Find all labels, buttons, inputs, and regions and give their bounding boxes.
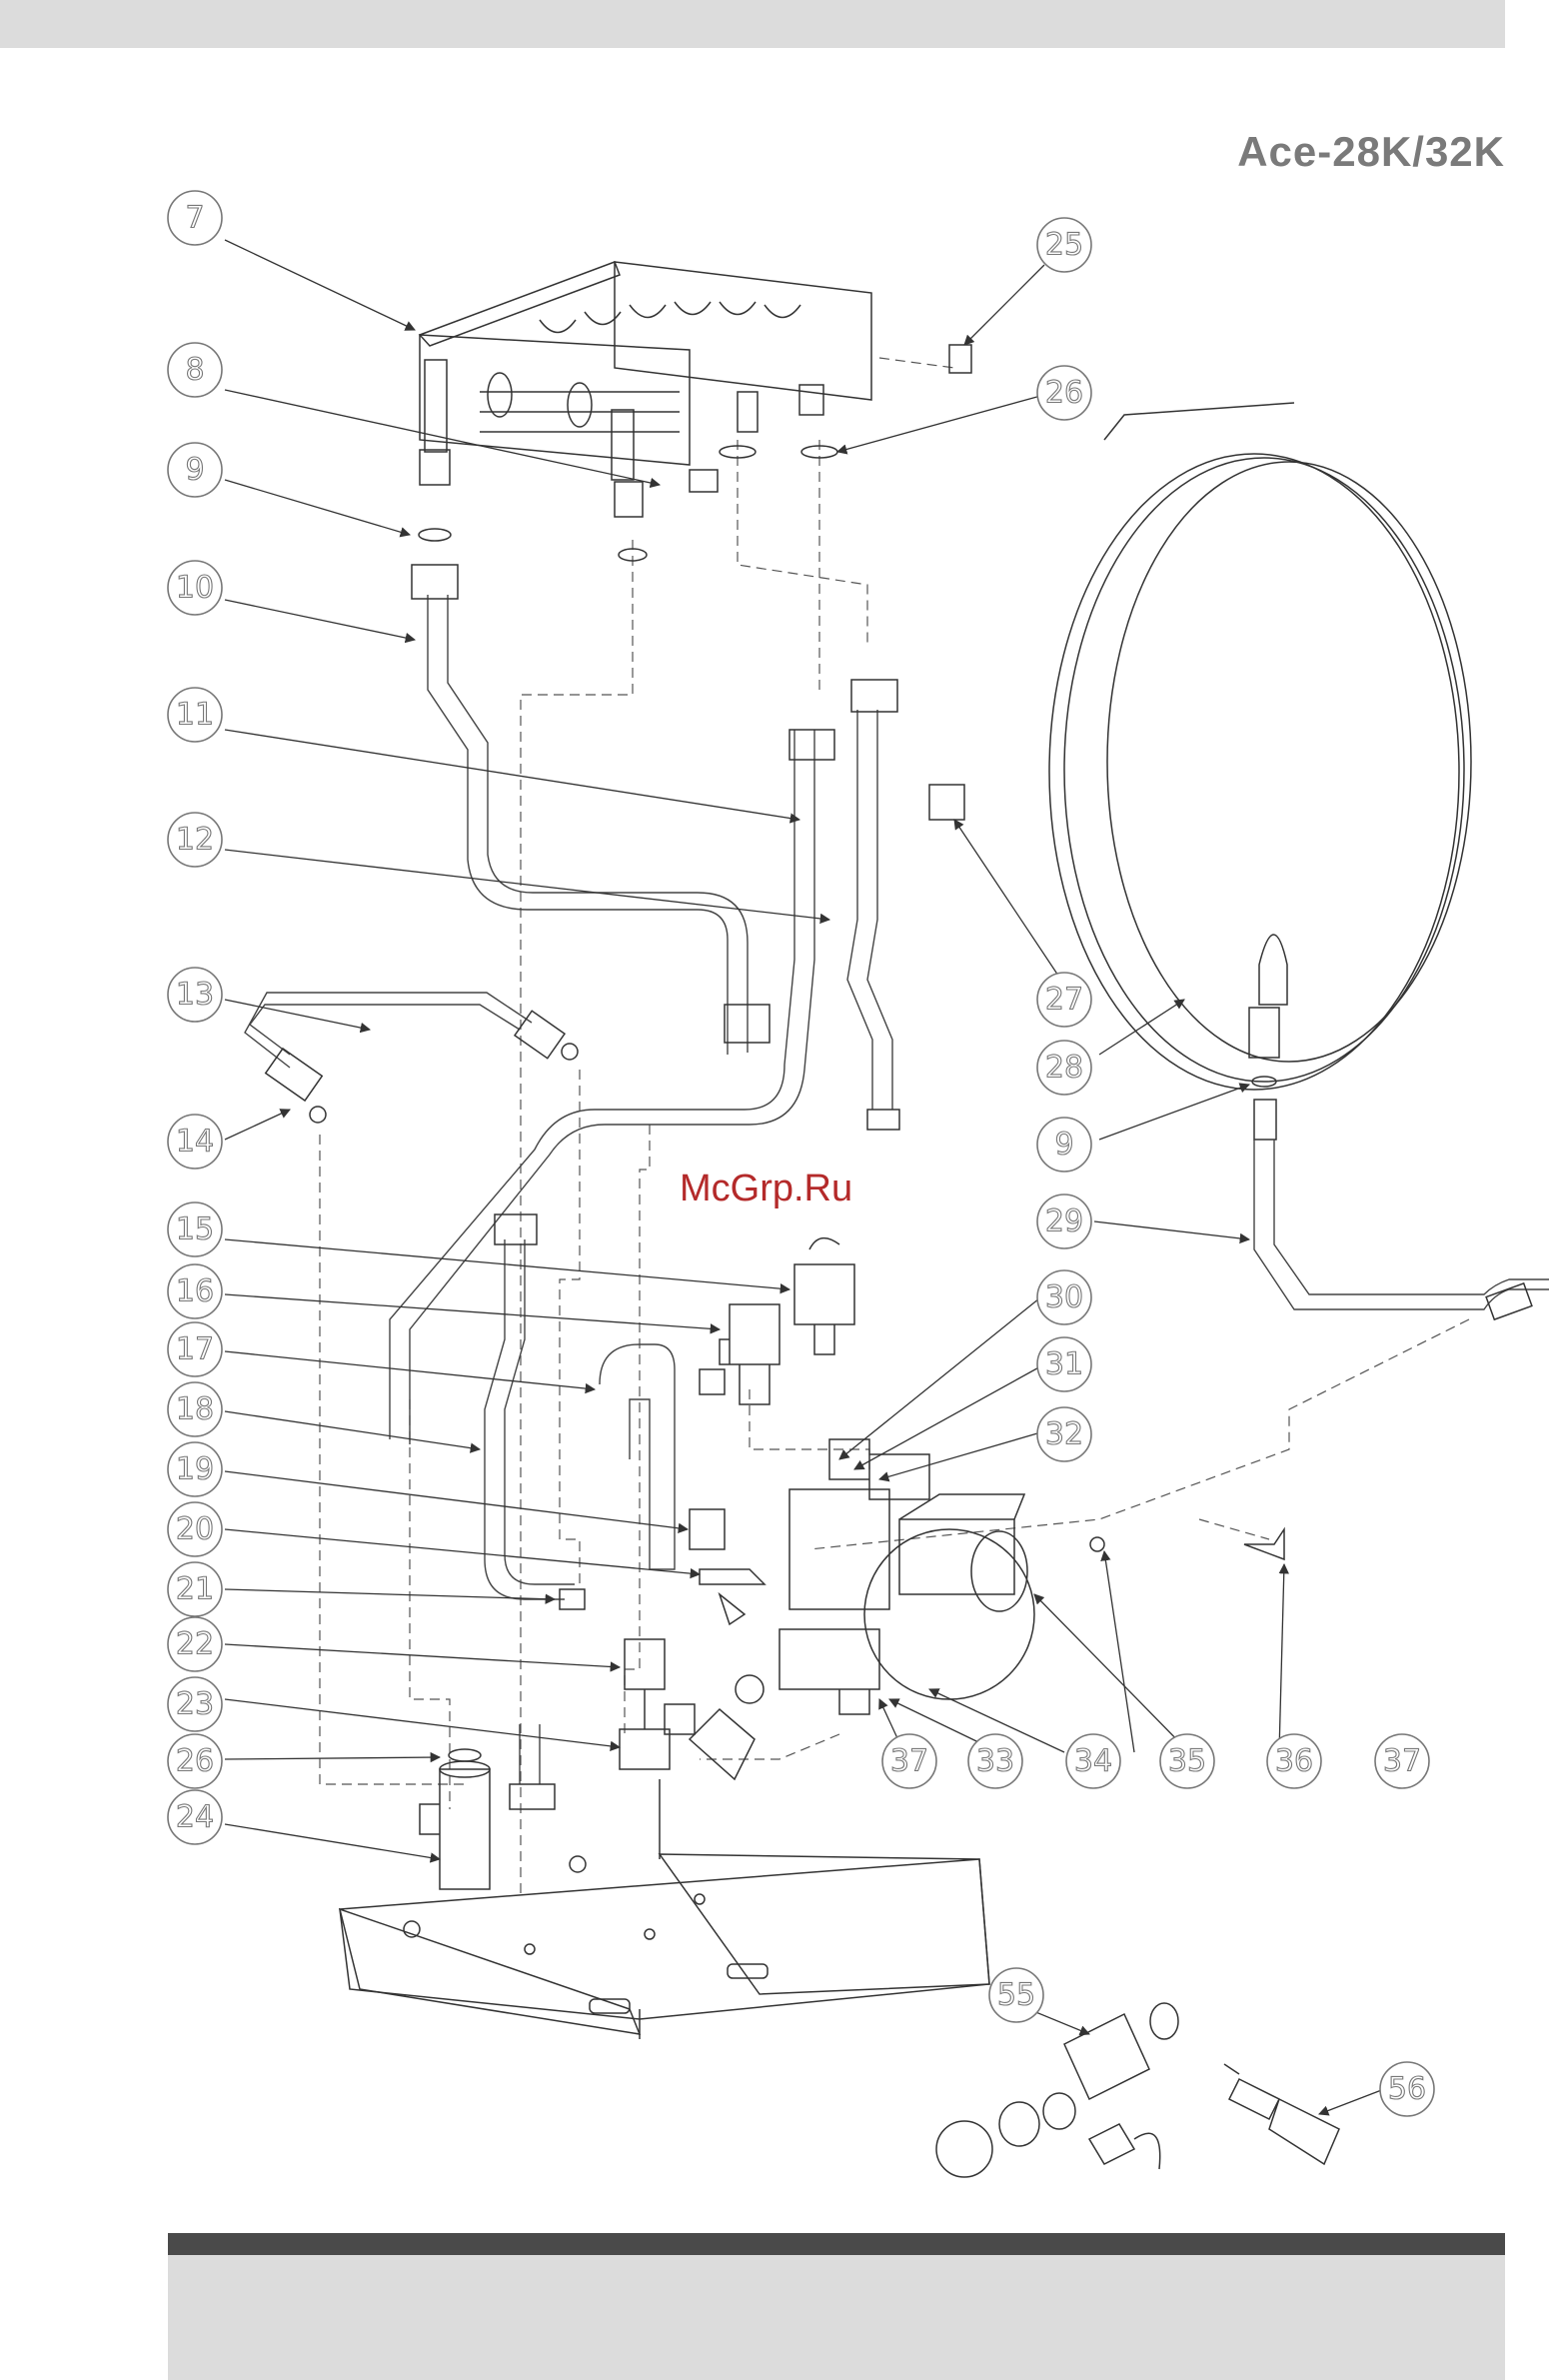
callout-35: 35 [1160, 1734, 1214, 1788]
boiler-frame [340, 1779, 989, 2039]
callout-9: 9 [168, 443, 222, 497]
callout-24: 24 [168, 1790, 222, 1844]
callout-30: 30 [1037, 1270, 1091, 1324]
svg-text:28: 28 [1045, 1051, 1083, 1086]
svg-text:9: 9 [185, 453, 204, 488]
svg-text:33: 33 [976, 1744, 1014, 1779]
svg-text:37: 37 [890, 1744, 928, 1779]
callout-31: 31 [1037, 1337, 1091, 1391]
svg-text:26: 26 [176, 1744, 214, 1779]
svg-text:21: 21 [176, 1572, 214, 1607]
svg-text:32: 32 [1045, 1417, 1083, 1452]
assembly-lines [320, 358, 1469, 1894]
svg-text:8: 8 [185, 353, 204, 388]
callout-32: 32 [1037, 1407, 1091, 1461]
svg-text:20: 20 [176, 1512, 214, 1547]
svg-text:56: 56 [1388, 2072, 1426, 2107]
callout-37-left: 37 [882, 1734, 936, 1788]
callout-26-left: 26 [168, 1734, 222, 1788]
svg-text:24: 24 [176, 1800, 214, 1835]
callout-34: 34 [1066, 1734, 1120, 1788]
svg-text:31: 31 [1045, 1347, 1083, 1382]
svg-text:19: 19 [176, 1452, 214, 1487]
svg-text:23: 23 [176, 1687, 214, 1722]
svg-text:14: 14 [176, 1125, 214, 1160]
callout-17: 17 [168, 1322, 222, 1376]
callout-26-right: 26 [1037, 366, 1091, 420]
callout-19: 19 [168, 1442, 222, 1496]
callout-7: 7 [168, 191, 222, 245]
callout-20: 20 [168, 1502, 222, 1556]
callout-13: 13 [168, 968, 222, 1022]
callout-33: 33 [968, 1734, 1022, 1788]
svg-text:34: 34 [1074, 1744, 1112, 1779]
svg-text:35: 35 [1168, 1744, 1206, 1779]
pipework [245, 565, 1549, 1809]
callout-14: 14 [168, 1115, 222, 1169]
svg-text:55: 55 [997, 1978, 1035, 2013]
svg-text:22: 22 [176, 1627, 214, 1662]
svg-text:18: 18 [176, 1392, 214, 1427]
svg-text:13: 13 [176, 978, 214, 1013]
footer-band [168, 2255, 1505, 2380]
callout-10: 10 [168, 561, 222, 615]
callout-12: 12 [168, 813, 222, 867]
callout-27: 27 [1037, 973, 1091, 1027]
callout-56: 56 [1380, 2062, 1434, 2116]
svg-text:25: 25 [1045, 228, 1083, 263]
callout-29: 29 [1037, 1194, 1091, 1248]
callout-36: 36 [1267, 1734, 1321, 1788]
callout-25: 25 [1037, 218, 1091, 272]
svg-text:36: 36 [1275, 1744, 1313, 1779]
callout-11: 11 [168, 688, 222, 742]
callout-23: 23 [168, 1677, 222, 1731]
svg-text:27: 27 [1045, 983, 1083, 1018]
svg-text:10: 10 [176, 571, 214, 606]
svg-text:15: 15 [176, 1212, 214, 1247]
small-parts [419, 345, 1339, 2177]
svg-text:12: 12 [176, 823, 214, 858]
callout-21: 21 [168, 1562, 222, 1616]
svg-text:29: 29 [1045, 1204, 1083, 1239]
svg-text:9: 9 [1054, 1128, 1073, 1163]
svg-text:17: 17 [176, 1332, 214, 1367]
callout-18: 18 [168, 1382, 222, 1436]
callout-28: 28 [1037, 1041, 1091, 1095]
callout-22: 22 [168, 1617, 222, 1671]
svg-text:7: 7 [185, 201, 204, 236]
callout-8: 8 [168, 343, 222, 397]
callout-55: 55 [989, 1968, 1043, 2022]
svg-text:11: 11 [176, 698, 214, 733]
svg-text:16: 16 [176, 1274, 214, 1309]
callout-9-right: 9 [1037, 1118, 1091, 1172]
callout-15: 15 [168, 1202, 222, 1256]
watermark: McGrp.Ru [680, 1168, 852, 1210]
svg-text:30: 30 [1045, 1280, 1083, 1315]
callout-16: 16 [168, 1264, 222, 1318]
footer-bar-dark [168, 2233, 1505, 2255]
callout-37-right: 37 [1375, 1734, 1429, 1788]
svg-text:37: 37 [1383, 1744, 1421, 1779]
svg-text:26: 26 [1045, 376, 1083, 411]
heat-exchanger [420, 262, 871, 517]
expansion-vessel [1049, 403, 1471, 1140]
